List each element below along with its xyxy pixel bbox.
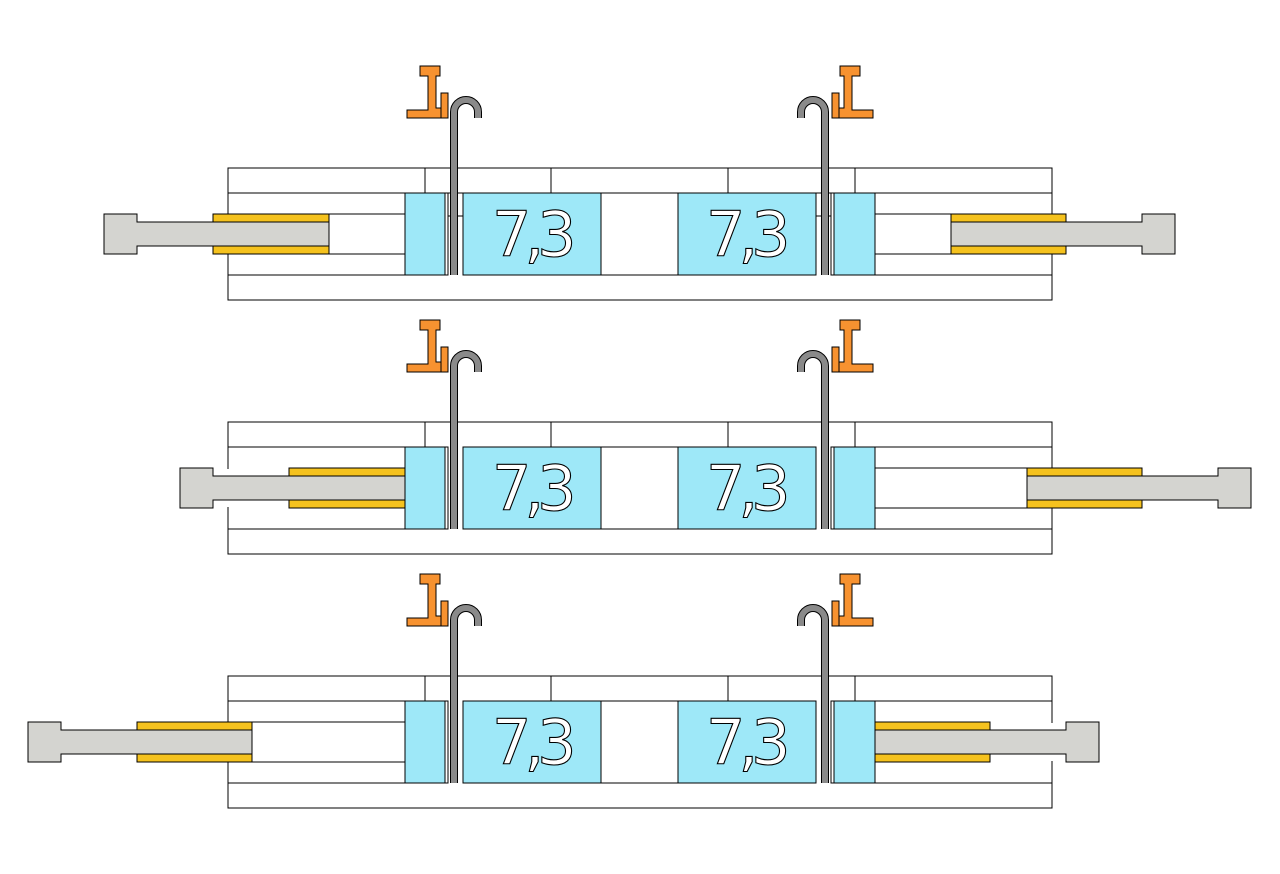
value-label-left: 7,3 xyxy=(492,706,572,779)
pin-left xyxy=(103,213,330,255)
center-gap xyxy=(600,446,679,530)
pin-left xyxy=(27,721,253,763)
value-block-left xyxy=(462,446,602,530)
assembly-1: 7,3 7,3 xyxy=(103,65,1176,301)
bridge xyxy=(550,675,729,702)
value-block-right xyxy=(677,446,817,530)
end-block-left xyxy=(404,446,446,530)
assembly-2: 7,3 7,3 xyxy=(179,319,1252,555)
pin-right xyxy=(950,213,1176,255)
clamp-left xyxy=(406,65,443,119)
pin-right xyxy=(1026,467,1252,509)
pin-right xyxy=(874,721,1100,763)
value-label-right: 7,3 xyxy=(706,452,786,525)
end-block-right xyxy=(833,446,876,530)
value-label-left: 7,3 xyxy=(492,198,572,271)
value-block-left xyxy=(462,700,602,784)
clamp-right xyxy=(837,573,874,627)
value-label-right: 7,3 xyxy=(706,198,786,271)
bridge xyxy=(550,421,729,448)
value-block-left xyxy=(462,192,602,276)
center-gap xyxy=(600,700,679,784)
center-gap xyxy=(600,192,679,276)
clamp-right xyxy=(837,65,874,119)
bridge xyxy=(550,167,729,194)
end-block-right xyxy=(833,192,876,276)
value-block-right xyxy=(677,700,817,784)
value-label-right: 7,3 xyxy=(706,706,786,779)
end-block-right xyxy=(833,700,876,784)
pin-left xyxy=(179,467,406,509)
value-label-left: 7,3 xyxy=(492,452,572,525)
end-block-left xyxy=(404,192,446,276)
end-block-left xyxy=(404,700,446,784)
value-block-right xyxy=(677,192,817,276)
clamp-right xyxy=(837,319,874,373)
assembly-3: 7,3 7,3 xyxy=(27,573,1100,809)
clamp-left xyxy=(406,573,443,627)
clamp-left xyxy=(406,319,443,373)
